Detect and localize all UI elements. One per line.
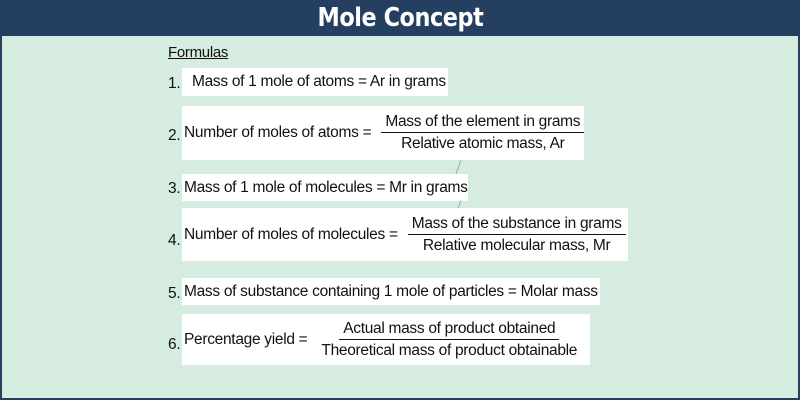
formula-1-number: 1. [168, 75, 181, 92]
formula-6-numerator: Actual mass of product obtained [339, 320, 560, 340]
formula-3-text: Mass of 1 mole of molecules = Mr in gram… [184, 178, 468, 196]
formula-2-lhs: Number of moles of atoms = [184, 124, 372, 141]
formula-4-denominator: Relative molecular mass, Mr [422, 236, 611, 254]
formula-6-lhs: Percentage yield = [184, 330, 308, 348]
formula-3: Mass of 1 mole of molecules = Mr in gram… [182, 174, 468, 201]
page-title-banner: Mole Concept [0, 0, 800, 36]
formula-4-number: 4. [168, 232, 181, 249]
formula-1-text: Mass of 1 mole of atoms = Ar in grams [192, 73, 446, 90]
formula-6-number: 6. [168, 336, 181, 353]
formula-2: Number of moles of atoms = Mass of the e… [182, 106, 585, 160]
formula-4-lhs: Number of moles of molecules = [184, 225, 398, 243]
page-title: Mole Concept [317, 3, 483, 33]
formula-2-numerator: Mass of the element in grams [381, 113, 585, 133]
formula-6-fraction: Actual mass of product obtained Theoreti… [317, 320, 581, 360]
formula-6: Percentage yield = Actual mass of produc… [182, 314, 590, 365]
formula-4-numerator: Mass of the substance in grams [407, 215, 626, 235]
formula-4-fraction: Mass of the substance in grams Relative … [407, 215, 626, 255]
formula-2-fraction: Mass of the element in grams Relative at… [381, 113, 585, 153]
formula-4: Number of moles of molecules = Mass of t… [182, 208, 628, 261]
formula-2-number: 2. [168, 127, 181, 144]
formula-2-denominator: Relative atomic mass, Ar [401, 135, 565, 152]
formula-5-number: 5. [168, 285, 181, 302]
decorative-mark [455, 160, 462, 174]
formula-5: Mass of substance containing 1 mole of p… [182, 278, 600, 305]
formula-1: Mass of 1 mole of atoms = Ar in grams [182, 68, 448, 96]
formula-6-denominator: Theoretical mass of product obtainable [321, 341, 578, 359]
section-title: Formulas [168, 44, 229, 61]
formula-3-number: 3. [168, 180, 181, 197]
formula-5-text: Mass of substance containing 1 mole of p… [184, 282, 598, 300]
